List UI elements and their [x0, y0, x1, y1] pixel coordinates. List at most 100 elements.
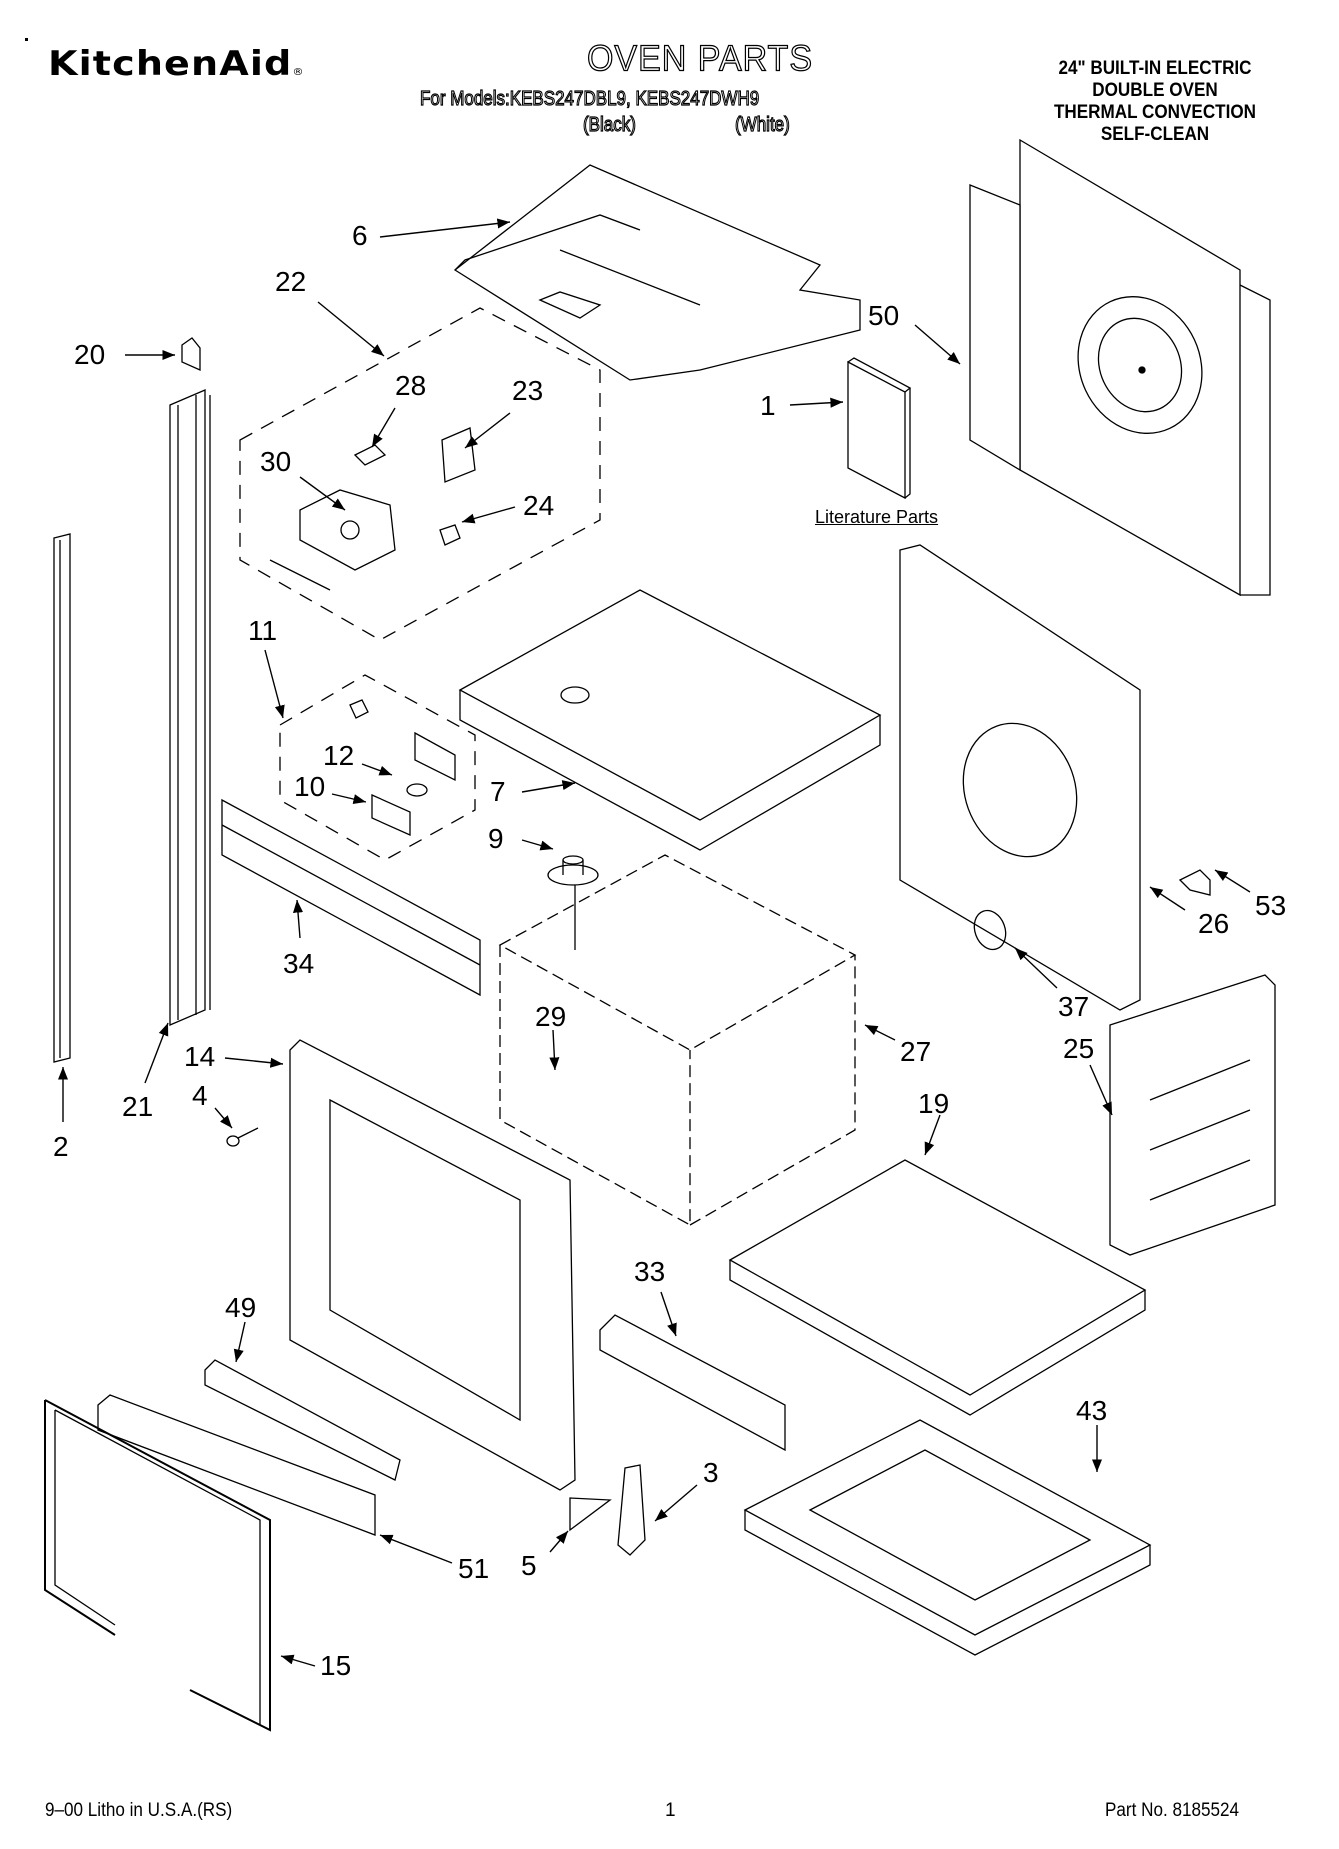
callout-26: 26	[1198, 908, 1230, 939]
callout-29: 29	[535, 1001, 567, 1032]
brand-logo: KitchenAid®	[48, 44, 305, 84]
leader-50	[915, 325, 960, 364]
models-line: For Models:KEBS247DBL9, KEBS247DWH9	[419, 87, 760, 110]
part-25-side-panel	[1110, 975, 1275, 1255]
part-6-top-panel	[455, 165, 860, 380]
part-43-base-tray	[745, 1420, 1150, 1655]
leader-6	[380, 218, 510, 237]
spec-line: SELF-CLEAN	[1100, 124, 1210, 145]
callout-21: 21	[122, 1091, 154, 1122]
literature-parts-label: Literature Parts	[815, 507, 939, 527]
spec-line: THERMAL CONVECTION	[1053, 102, 1257, 123]
callout-43: 43	[1076, 1395, 1108, 1426]
spec-line: DOUBLE OVEN	[1092, 80, 1218, 101]
leader-23	[465, 413, 510, 448]
part-34-vent-grille	[222, 800, 480, 995]
callout-6: 6	[352, 220, 368, 251]
part-22-latch-assembly	[240, 308, 600, 640]
part-4-screw	[227, 1128, 258, 1146]
callout-37: 37	[1058, 991, 1090, 1022]
leader-53	[1215, 870, 1250, 892]
part-number: Part No. 8185524	[1105, 1800, 1240, 1821]
latch-components	[270, 428, 475, 590]
registered-mark: ®	[292, 67, 305, 78]
callout-14: 14	[184, 1041, 216, 1072]
callout-1: 1	[760, 390, 776, 421]
part-5-angle-bracket	[570, 1498, 610, 1530]
leader-24	[462, 507, 515, 524]
part-1-literature	[848, 358, 910, 498]
callout-49: 49	[225, 1292, 257, 1323]
brand-dot	[25, 38, 28, 41]
leader-lines	[57, 218, 1250, 1666]
callout-4: 4	[192, 1080, 208, 1111]
callout-10: 10	[294, 771, 326, 802]
leader-5	[550, 1531, 568, 1552]
part-14-front-frame	[290, 1040, 575, 1490]
callout-30: 30	[260, 446, 292, 477]
part-49-trim-channel	[205, 1360, 400, 1480]
print-info: 9–00 Litho in U.S.A.(RS)	[45, 1800, 233, 1821]
leader-26	[1150, 887, 1185, 910]
callout-20: 20	[74, 339, 106, 370]
part-51-vent-trim	[98, 1395, 375, 1535]
leader-12	[362, 764, 392, 775]
variant-black: (Black)	[582, 113, 636, 136]
leader-10	[332, 794, 366, 805]
part-15-door-gasket	[45, 1400, 270, 1730]
leader-34	[292, 900, 304, 938]
spec-line: 24" BUILT-IN ELECTRIC	[1058, 58, 1252, 79]
part-2-left-trim	[54, 534, 70, 1062]
leader-11	[265, 650, 285, 718]
callout-5: 5	[521, 1550, 537, 1581]
leader-29	[549, 1030, 560, 1070]
leader-15	[281, 1654, 315, 1666]
leader-4	[215, 1108, 232, 1128]
leader-21	[145, 1023, 168, 1083]
page-title: OVEN PARTS	[586, 38, 814, 79]
part-53-clip	[1180, 870, 1210, 895]
callout-23: 23	[512, 375, 544, 406]
product-spec: 24" BUILT-IN ELECTRIC DOUBLE OVEN THERMA…	[1029, 58, 1281, 146]
leader-22	[318, 302, 384, 356]
leader-25	[1090, 1065, 1112, 1115]
callout-25: 25	[1063, 1033, 1095, 1064]
leader-1	[790, 397, 843, 408]
leader-51	[380, 1535, 452, 1563]
part-19-bottom-shield	[730, 1160, 1145, 1415]
page-number: 1	[665, 1800, 676, 1821]
leader-19	[925, 1115, 940, 1155]
callout-27: 27	[900, 1036, 932, 1067]
callout-3: 3	[703, 1457, 719, 1488]
part-3-bracket	[618, 1465, 645, 1555]
part-21-side-trim	[170, 390, 210, 1025]
callout-19: 19	[918, 1088, 950, 1119]
part-11-light-assembly	[280, 675, 475, 860]
leader-14	[225, 1058, 283, 1068]
callout-12: 12	[323, 740, 355, 771]
callout-9: 9	[488, 823, 504, 854]
callout-33: 33	[634, 1256, 666, 1287]
leader-7	[522, 780, 575, 792]
leader-30	[300, 477, 345, 510]
callout-15: 15	[320, 1650, 352, 1681]
callout-7: 7	[490, 776, 506, 807]
variant-white: (White)	[734, 113, 790, 136]
leader-27	[865, 1025, 895, 1040]
leader-9	[522, 840, 553, 851]
callout-22: 22	[275, 266, 307, 297]
leader-3	[655, 1485, 697, 1521]
part-7-oven-top-shield	[460, 590, 880, 850]
light-components	[350, 700, 455, 835]
part-37-thermal-fuse	[969, 906, 1011, 954]
leader-49	[233, 1322, 245, 1362]
brand-name: KitchenAid	[48, 44, 293, 84]
callout-50: 50	[868, 300, 900, 331]
callout-28: 28	[395, 370, 427, 401]
callout-51: 51	[458, 1553, 490, 1584]
callout-34: 34	[283, 948, 315, 979]
callout-11: 11	[248, 615, 278, 646]
leader-28	[372, 408, 395, 447]
part-26-rear-panel	[900, 545, 1140, 1010]
